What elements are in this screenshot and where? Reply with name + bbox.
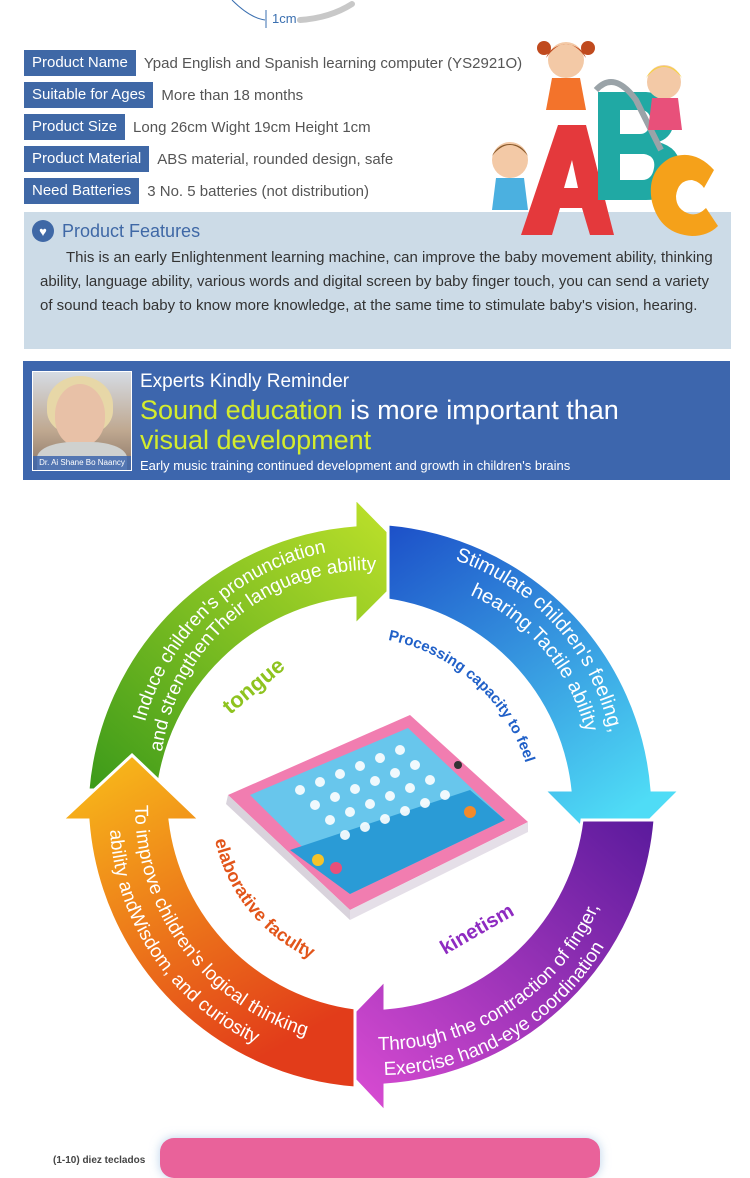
banner-kicker: Experts Kindly Reminder [140, 371, 350, 392]
spec-key: Product Size [24, 114, 126, 140]
spec-key: Need Batteries [24, 178, 140, 204]
heart-icon: ♥ [32, 220, 54, 242]
expert-photo: Dr. Ai Shane Bo Naancy [32, 371, 132, 471]
abc-kids-illustration [492, 41, 718, 236]
cycle-arc-blue [386, 522, 684, 861]
bottom-note: (1-10) diez teclados [53, 1155, 146, 1166]
features-title: Product Features [62, 220, 201, 241]
dimension-label: 1cm [272, 11, 297, 26]
headline-highlight: Sound education [140, 395, 343, 425]
product-features-box: ♥ Product Features This is an early Enli… [24, 212, 731, 349]
expert-reminder-banner: Dr. Ai Shane Bo Naancy Experts Kindly Re… [23, 361, 730, 480]
dimension-lines [231, 0, 355, 28]
learning-tablet-image [226, 715, 528, 920]
spec-row-ages: Suitable for Ages More than 18 months [24, 82, 303, 108]
cycle-arc-purple [319, 818, 657, 1116]
spec-row-batteries: Need Batteries 3 No. 5 batteries (not di… [24, 178, 369, 204]
spec-value: More than 18 months [161, 86, 304, 104]
spec-key: Product Name [24, 50, 136, 76]
banner-footnote: Early music training continued developme… [140, 458, 571, 473]
spec-value: Long 26cm Wight 19cm Height 1cm [133, 118, 371, 136]
spec-value: Ypad English and Spanish learning comput… [143, 54, 523, 72]
features-description: This is an early Enlightenment learning … [40, 249, 713, 314]
banner-headline: Sound education is more important than v… [140, 395, 619, 455]
label-kinetism: kinetism [437, 900, 518, 960]
cycle-arc-green [86, 494, 421, 792]
features-header: ♥ Product Features [32, 220, 200, 242]
headline-rest: is more important than [342, 395, 619, 425]
spec-value: 3 No. 5 batteries (not distribution) [147, 182, 370, 200]
development-cycle-diagram: Induce children's pronunciation and stre… [58, 494, 684, 1116]
label-tongue: tongue [217, 653, 289, 719]
tablet-preview-bottom [160, 1138, 600, 1178]
headline-line2: visual development [140, 425, 372, 455]
size-diagram-strip: 1cm [0, 0, 750, 40]
spec-row-name: Product Name Ypad English and Spanish le… [24, 50, 522, 76]
expert-caption: Dr. Ai Shane Bo Naancy [33, 456, 131, 470]
cycle-arc-orange [58, 752, 357, 1090]
spec-key: Product Material [24, 146, 150, 172]
spec-key: Suitable for Ages [24, 82, 154, 108]
spec-row-size: Product Size Long 26cm Wight 19cm Height… [24, 114, 371, 140]
spec-row-material: Product Material ABS material, rounded d… [24, 146, 393, 172]
spec-value: ABS material, rounded design, safe [157, 150, 394, 168]
